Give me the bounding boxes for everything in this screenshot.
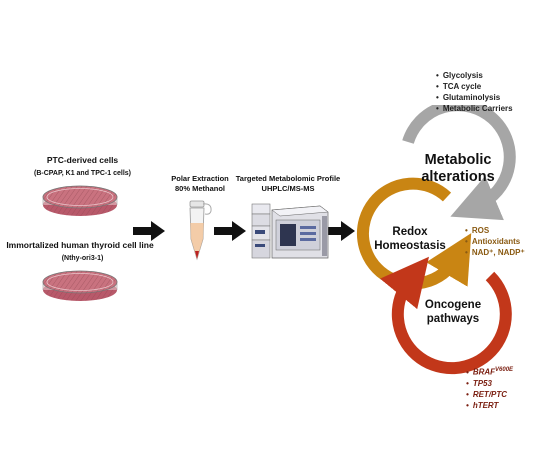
- oncogene-list: BRAFV600E TP53 RET/PTC hTERT: [466, 365, 513, 411]
- list-item: TCA cycle: [436, 81, 513, 92]
- list-item: Metabolic Carriers: [436, 103, 513, 114]
- profile-label-1: Targeted Metabolomic Profile: [235, 174, 341, 183]
- immortal-petri-dish: [42, 270, 118, 301]
- eppendorf-tube-icon: [189, 200, 212, 261]
- oncogene-ring: [380, 256, 512, 375]
- list-item: hTERT: [466, 400, 513, 411]
- list-item: Glycolysis: [436, 70, 513, 81]
- ptc-cells-subtitle: (B-CPAP, K1 and TPC-1 cells): [34, 170, 131, 177]
- uhplc-ms-instrument-icon: [251, 203, 329, 259]
- list-item: RET/PTC: [466, 389, 513, 400]
- metabolic-title-2: alterations: [421, 169, 495, 185]
- metabolic-list: Glycolysis TCA cycle Glutaminolysis Meta…: [436, 70, 513, 114]
- oncogene-title: Oncogene: [424, 299, 482, 311]
- extraction-label-1: Polar Extraction: [171, 174, 229, 183]
- list-item: NAD⁺, NADP⁺: [465, 247, 525, 258]
- redox-title-2: Homeostasis: [374, 240, 446, 252]
- metabolic-title: Metabolic: [424, 152, 492, 168]
- immortal-cells-subtitle: (Nthy-ori3-1): [61, 255, 104, 262]
- list-item: Antioxidants: [465, 236, 525, 247]
- extraction-label-2: 80% Methanol: [174, 184, 225, 193]
- list-item: ROS: [465, 225, 525, 236]
- profile-label-2: UHPLC/MS-MS: [261, 184, 315, 193]
- metabolic-cycle-diagram: [356, 105, 516, 375]
- redox-list: ROS Antioxidants NAD⁺, NADP⁺: [465, 225, 525, 258]
- redox-title: Redox: [392, 226, 428, 238]
- list-item: Glutaminolysis: [436, 92, 513, 103]
- oncogene-title-2: pathways: [426, 313, 480, 325]
- list-item: TP53: [466, 378, 513, 389]
- immortal-cells-title: Immortalized human thyroid cell line: [6, 240, 154, 250]
- metabolic-ring: [402, 105, 516, 221]
- braf-label: BRAF: [472, 367, 496, 377]
- braf-superscript: V600E: [495, 367, 514, 373]
- ptc-cells-title: PTC-derived cells: [46, 155, 119, 165]
- arrow-icon: [323, 221, 355, 241]
- arrow-icon: [133, 221, 165, 241]
- arrow-icon: [214, 221, 246, 241]
- list-item: BRAFV600E: [466, 365, 513, 378]
- ptc-petri-dish: [42, 185, 118, 216]
